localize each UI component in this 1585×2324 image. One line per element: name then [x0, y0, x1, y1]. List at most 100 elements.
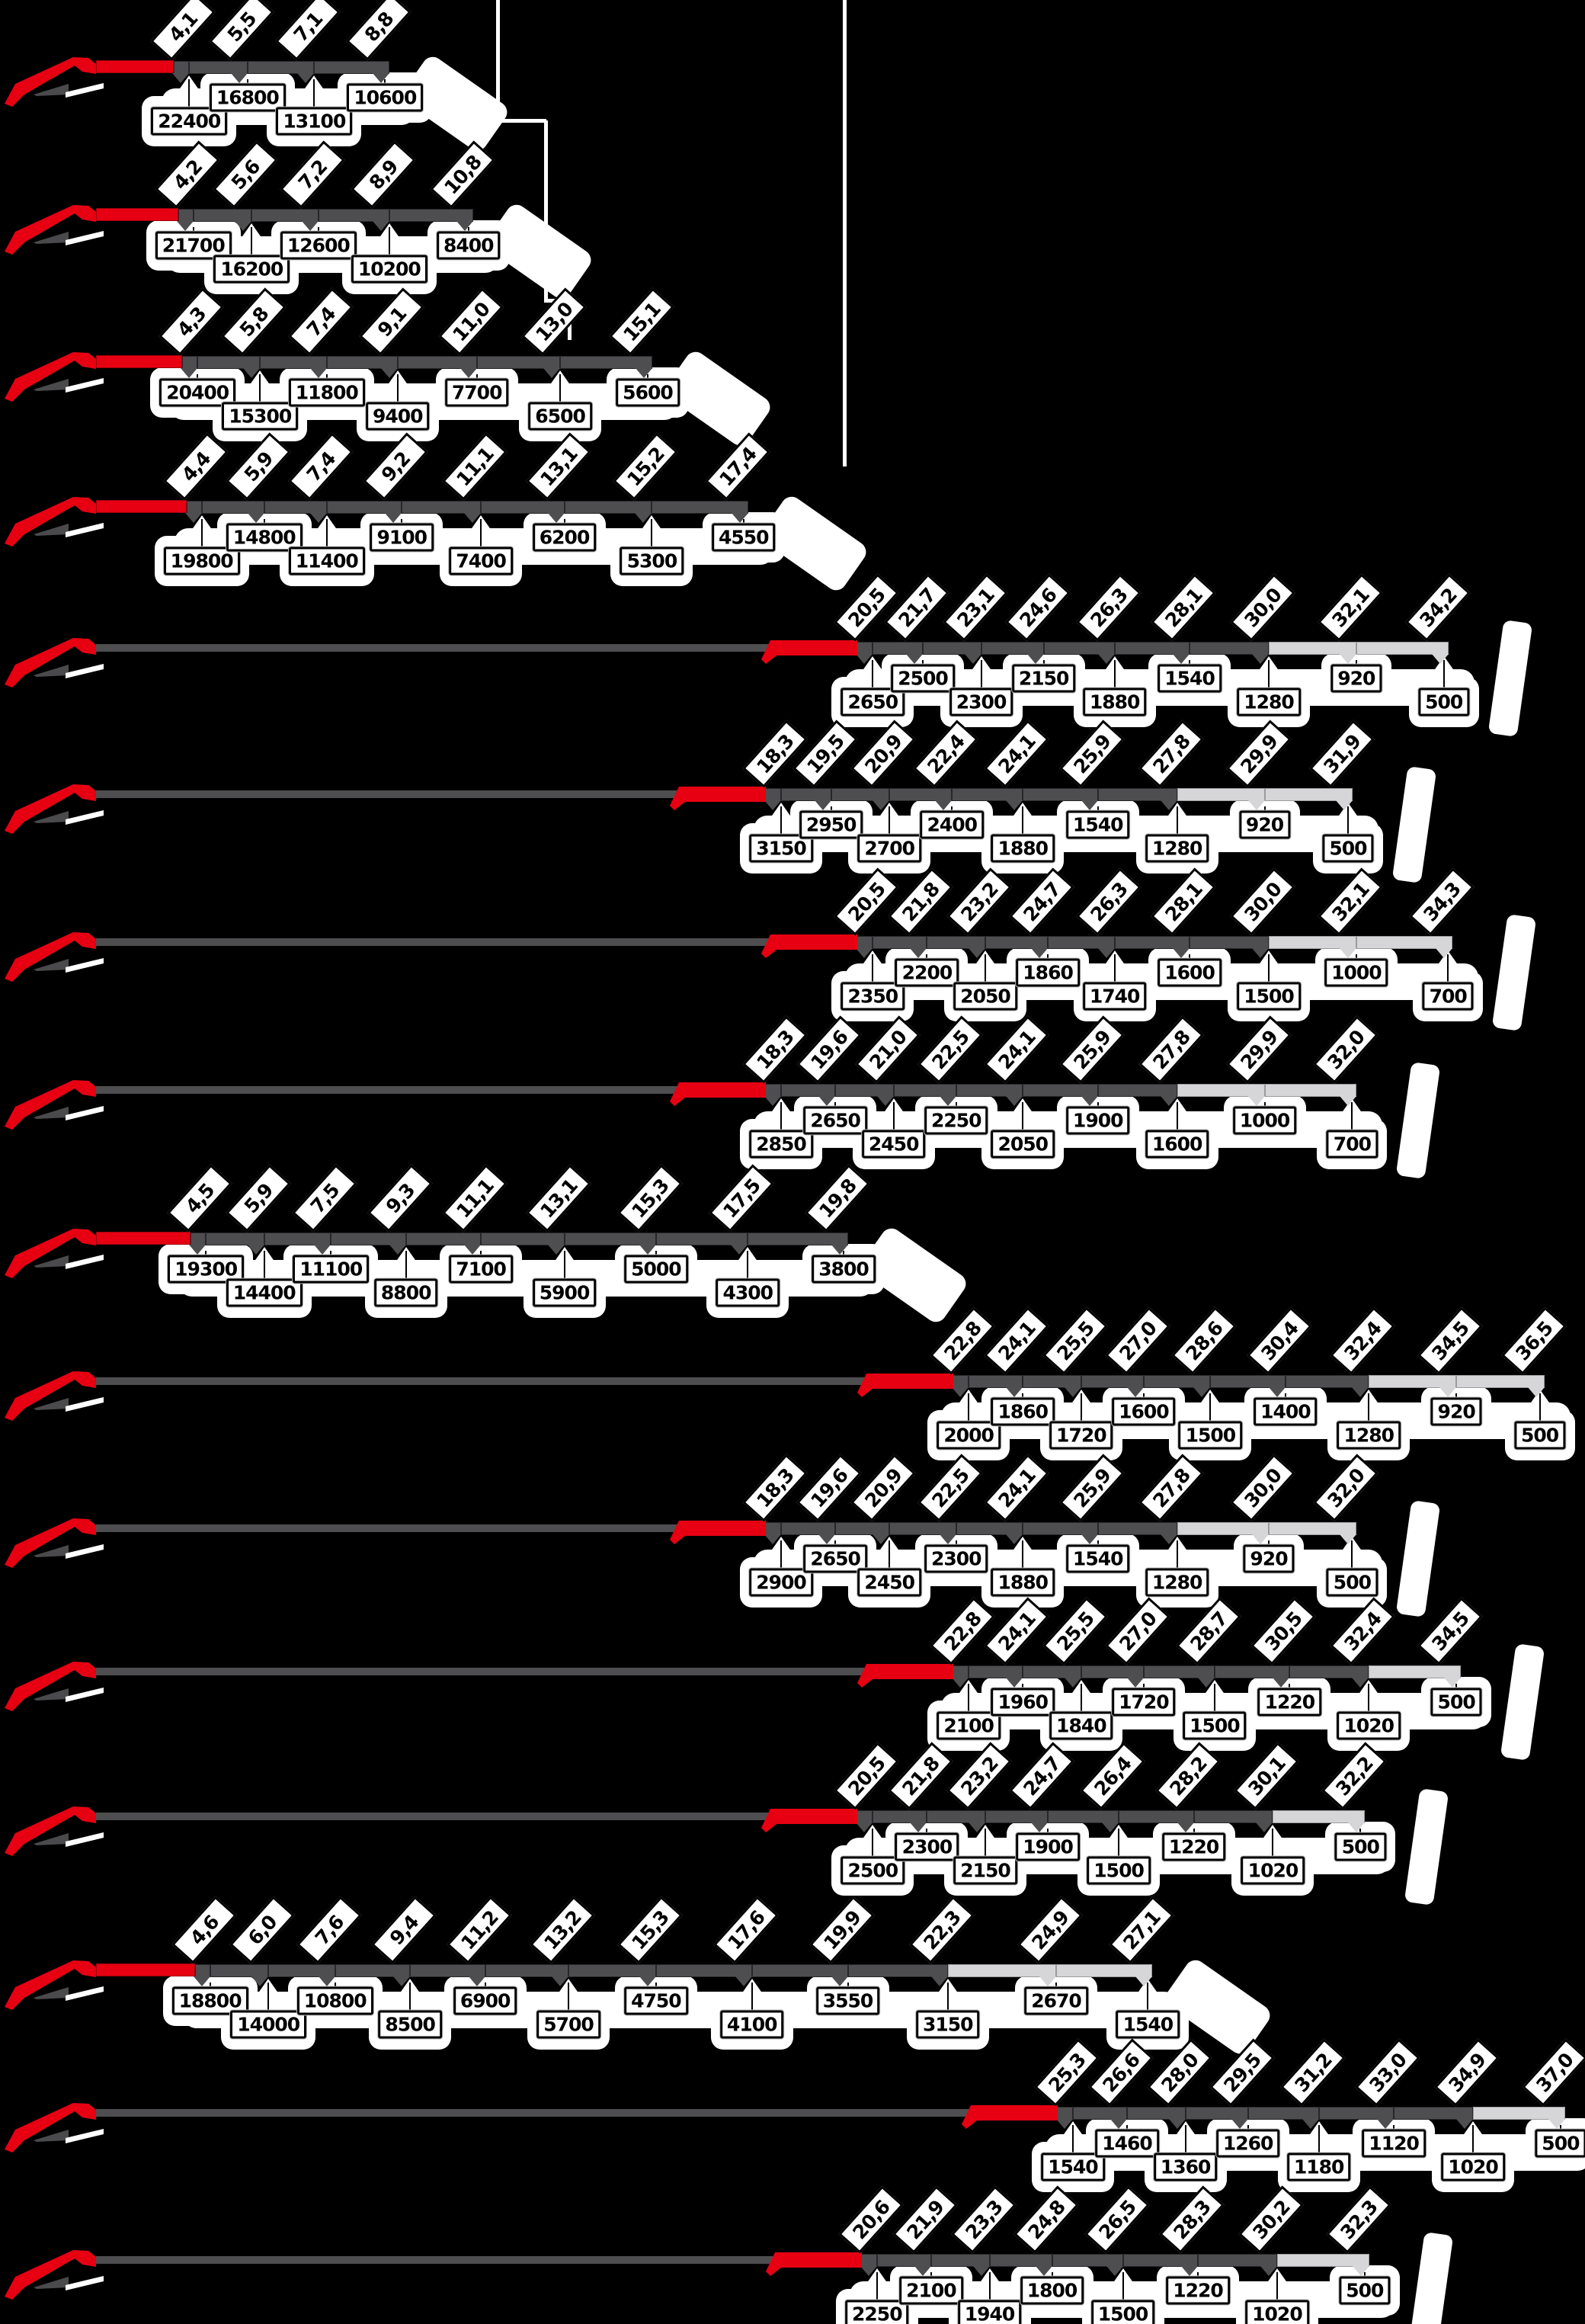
boom-section — [781, 1084, 836, 1097]
radius-label: 20,9 — [850, 720, 917, 788]
boom-notch — [393, 1976, 411, 1986]
boom-section — [174, 61, 190, 74]
radius-label: 10,8 — [429, 140, 495, 209]
crane-arm — [5, 932, 96, 982]
jib-icon — [857, 1374, 954, 1397]
blob-tail — [1396, 1062, 1441, 1179]
crane-icon — [5, 2250, 104, 2300]
radius-label: 5,6 — [213, 140, 279, 209]
load-label: 1720 — [1112, 1688, 1176, 1717]
radius-label: 7,2 — [279, 140, 345, 209]
boom-section — [1043, 642, 1115, 655]
boom-section — [1473, 2107, 1565, 2120]
radius-label: 26,3 — [1075, 573, 1142, 642]
load-label: 2300 — [924, 1544, 988, 1573]
boom-section — [1394, 2107, 1474, 2120]
boom-notch — [635, 368, 652, 378]
radius-label: 30,0 — [1230, 573, 1295, 642]
load-label: 1740 — [1082, 982, 1147, 1011]
separator-line — [843, 0, 847, 466]
boom-notch — [1339, 654, 1356, 664]
crane-icon — [5, 57, 104, 107]
boom-section — [402, 501, 482, 514]
boom-section — [873, 642, 923, 655]
crane-arm — [5, 638, 96, 688]
boom-section — [1285, 1375, 1369, 1388]
boom-section — [1055, 2107, 1073, 2120]
boom-section — [922, 642, 981, 655]
boom-section — [764, 1084, 781, 1097]
crane-base — [34, 1987, 69, 1999]
boom-section — [264, 501, 327, 514]
radius-label: 18,3 — [742, 1015, 808, 1084]
load-label: 3800 — [812, 1255, 876, 1284]
radius-label: 25,9 — [1058, 1015, 1125, 1084]
leader-line — [1276, 2272, 1278, 2301]
radius-label: 7,5 — [292, 1164, 358, 1233]
load-label: 2650 — [803, 1106, 867, 1135]
leader-line — [780, 1540, 782, 1569]
crane-arm — [5, 497, 96, 547]
load-label: 5600 — [616, 378, 680, 407]
load-label: 2100 — [937, 1711, 1001, 1740]
radius-label: 33,0 — [1355, 2038, 1420, 2107]
load-label: 2200 — [895, 958, 959, 987]
leader-line — [889, 1540, 891, 1569]
boom-section — [1097, 1522, 1177, 1535]
load-label: 920 — [1330, 664, 1382, 693]
boom-notch — [831, 1976, 848, 1986]
boom-section — [873, 936, 927, 949]
boom-section — [1177, 1522, 1269, 1535]
load-label: 500 — [1418, 688, 1470, 716]
load-label: 1000 — [1232, 1106, 1297, 1135]
radius-label: 24,7 — [1009, 867, 1074, 936]
leader-line — [651, 519, 653, 548]
boom-notch — [1177, 1822, 1194, 1832]
radius-label: 27,0 — [1104, 1306, 1170, 1375]
load-label: 1860 — [1016, 958, 1080, 987]
leader-line — [568, 1983, 570, 2011]
load-label: 1020 — [1441, 2153, 1505, 2181]
load-label: 2650 — [803, 1544, 867, 1573]
load-label: 7400 — [449, 547, 513, 575]
separator-line — [496, 0, 500, 120]
radius-label: 19,8 — [805, 1164, 870, 1233]
load-label: 1500 — [1087, 1856, 1151, 1885]
radius-label: 28,3 — [1159, 2185, 1225, 2254]
boom-section — [1198, 2254, 1277, 2267]
load-label: 500 — [1322, 834, 1374, 863]
boom-notch — [952, 1387, 969, 1397]
leader-line — [1055, 1983, 1058, 1988]
boom-notch — [860, 2266, 877, 2276]
leader-line — [747, 1251, 749, 1280]
leader-line — [921, 660, 924, 665]
leader-line — [334, 1983, 336, 1988]
load-label: 1900 — [1065, 1106, 1130, 1135]
radius-label: 28,1 — [1151, 867, 1216, 936]
boom-notch — [1548, 2119, 1565, 2129]
radius-label: 20,5 — [834, 1742, 900, 1810]
leader-line — [1122, 2272, 1124, 2301]
load-label: 10800 — [296, 1986, 373, 2015]
boom-notch — [459, 368, 477, 378]
crane-base — [34, 379, 69, 391]
leader-line — [1247, 2125, 1249, 2130]
boom-section — [969, 1375, 1023, 1388]
load-label: 1540 — [1158, 664, 1222, 693]
radius-label: 18,3 — [742, 720, 808, 788]
leader-line — [834, 1540, 837, 1546]
radius-label: 20,5 — [834, 867, 900, 936]
boom-notch — [1247, 800, 1265, 810]
leader-line — [1047, 1829, 1049, 1834]
radius-label: 28,6 — [1171, 1306, 1238, 1375]
radius-label: 13,0 — [521, 287, 587, 356]
boom-section — [893, 1084, 956, 1097]
load-label: 18800 — [171, 1986, 248, 2015]
load-label: 16200 — [213, 255, 290, 284]
load-label: 1500 — [1090, 2300, 1155, 2324]
load-label: 11800 — [288, 378, 365, 407]
boom-section — [856, 1810, 873, 1823]
leader-line — [951, 806, 953, 812]
crane-icon — [5, 497, 104, 547]
radius-label: 13,2 — [530, 1896, 595, 1964]
